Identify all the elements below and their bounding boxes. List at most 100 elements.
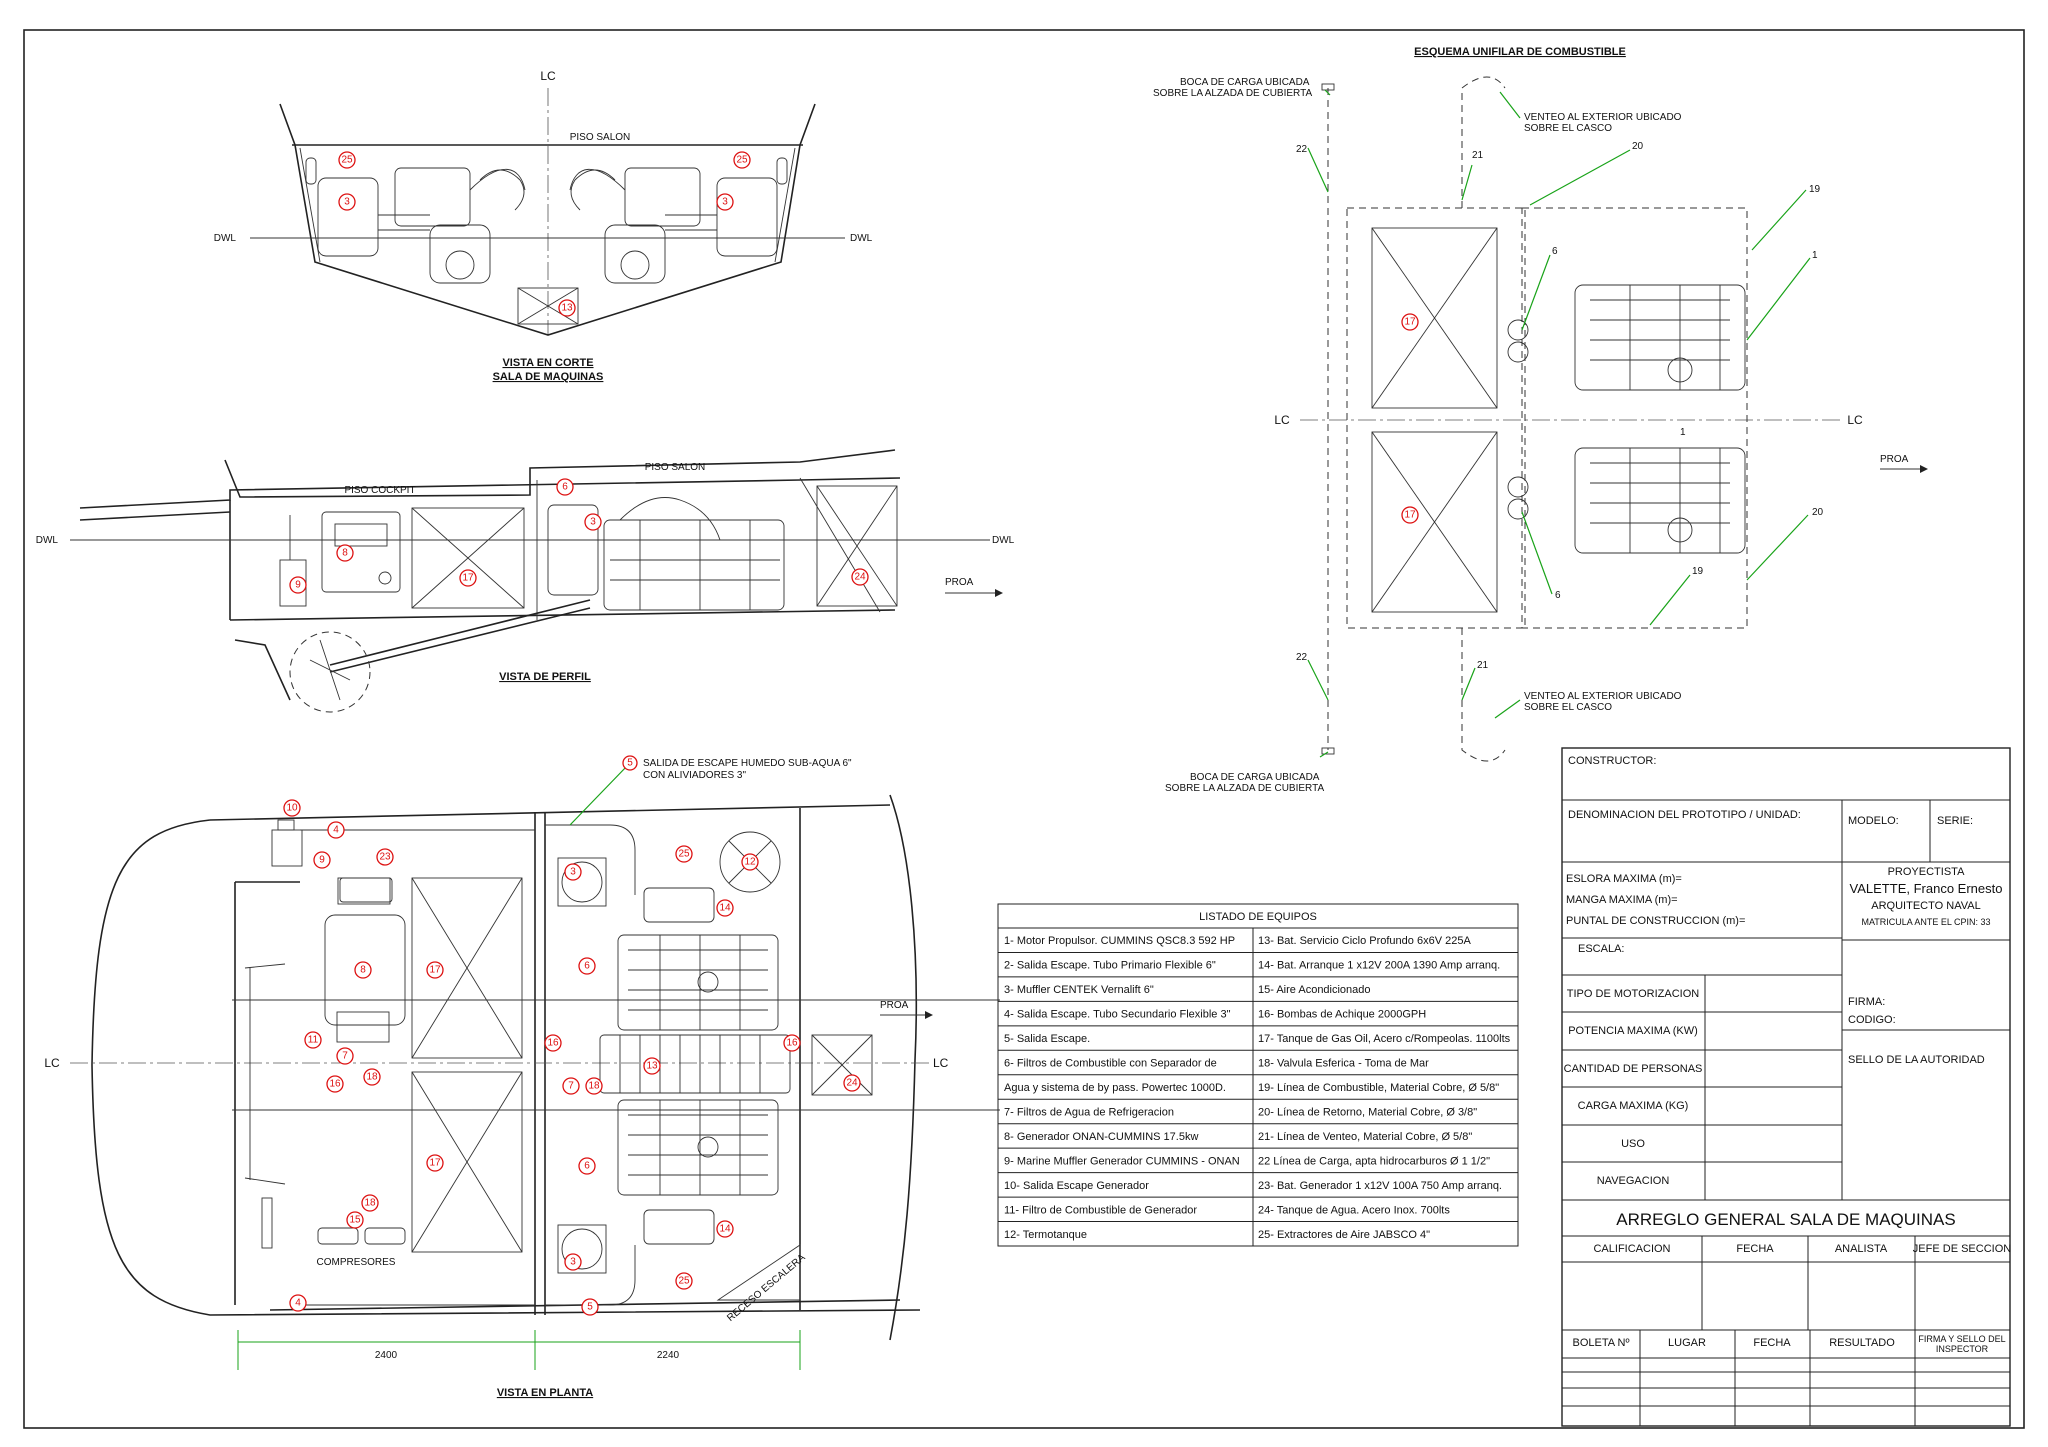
callout-5-note: 5 <box>622 755 638 771</box>
callout-3-profile: 3 <box>584 513 602 531</box>
equipment-item-right: 13- Bat. Servicio Ciclo Profundo 6x6V 22… <box>1258 935 1471 947</box>
callout-12-plan: 12 <box>741 853 759 871</box>
svg-text:9: 9 <box>295 580 301 591</box>
callout-17-plan-a: 17 <box>426 961 444 979</box>
schematic-boca-bot-1: BOCA DE CARGA UBICADA <box>1190 772 1320 783</box>
svg-text:25: 25 <box>736 155 748 166</box>
equipment-item-right: 24- Tanque de Agua. Acero Inox. 700lts <box>1258 1204 1450 1216</box>
tb-jefe: JEFE DE SECCION <box>1913 1243 2011 1255</box>
svg-text:16: 16 <box>547 1038 559 1049</box>
equipment-item-right: 23- Bat. Generador 1 x12V 100A 750 Amp a… <box>1258 1180 1502 1192</box>
tb-eslora: ESLORA MAXIMA (m)= <box>1566 873 1682 885</box>
svg-text:24: 24 <box>854 572 866 583</box>
callout-3-b: 3 <box>716 193 734 211</box>
equipment-title: LISTADO DE EQUIPOS <box>1199 911 1317 923</box>
schematic-n19-top: 19 <box>1809 184 1821 195</box>
fuel-schematic: ESQUEMA UNIFILAR DE COMBUSTIBLE LC LC <box>1153 46 1928 794</box>
callout-14-plan-b: 14 <box>716 1220 734 1238</box>
schematic-venteo-top-2: SOBRE EL CASCO <box>1524 123 1612 134</box>
schematic-boca-top-1: BOCA DE CARGA UBICADA <box>1180 77 1310 88</box>
svg-text:24: 24 <box>846 1078 858 1089</box>
callout-18-plan-a: 18 <box>363 1068 381 1086</box>
schematic-n6-top: 6 <box>1552 246 1558 257</box>
equipment-item-left: 2- Salida Escape. Tubo Primario Flexible… <box>1004 960 1216 972</box>
schematic-n20-bot: 20 <box>1812 507 1824 518</box>
equipment-table: LISTADO DE EQUIPOS 1- Motor Propulsor. C… <box>997 903 1519 1247</box>
callout-25-plan-b: 25 <box>675 1272 693 1290</box>
callout-24-plan: 24 <box>843 1074 861 1092</box>
schematic-n1-top: 1 <box>1812 250 1818 261</box>
callout-8-profile: 8 <box>336 544 354 562</box>
schematic-boca-bot-2: SOBRE LA ALZADA DE CUBIERTA <box>1165 783 1324 794</box>
callout-15-plan: 15 <box>346 1211 364 1229</box>
callout-25-a: 25 <box>338 151 356 169</box>
equipment-item-left: 3- Muffler CENTEK Vernalift 6" <box>1004 984 1154 996</box>
tb-constructor: CONSTRUCTOR: <box>1568 755 1656 767</box>
equipment-item-left: 9- Marine Muffler Generador CUMMINS - ON… <box>1004 1155 1240 1167</box>
callout-17-profile: 17 <box>459 569 477 587</box>
tb-denominacion: DENOMINACION DEL PROTOTIPO / UNIDAD: <box>1568 809 1801 821</box>
callout-8-plan: 8 <box>354 961 372 979</box>
schematic-proa: PROA <box>1880 454 1909 465</box>
schematic-boca-top-2: SOBRE LA ALZADA DE CUBIERTA <box>1153 88 1312 99</box>
equipment-item-right: 20- Línea de Retorno, Material Cobre, Ø … <box>1258 1106 1477 1118</box>
tb-sello: SELLO DE LA AUTORIDAD <box>1848 1054 1985 1066</box>
tb-analista: ANALISTA <box>1835 1243 1888 1255</box>
svg-text:17: 17 <box>1404 317 1416 328</box>
svg-text:14: 14 <box>719 1224 731 1235</box>
schematic-venteo-top-1: VENTEO AL EXTERIOR UBICADO <box>1524 112 1682 123</box>
svg-text:23: 23 <box>379 852 391 863</box>
svg-text:17: 17 <box>462 573 474 584</box>
svg-text:18: 18 <box>364 1198 376 1209</box>
callout-7-plan-a: 7 <box>336 1047 354 1065</box>
callout-16-plan-a: 16 <box>326 1075 344 1093</box>
profile-dwl-right: DWL <box>992 535 1015 546</box>
svg-text:10: 10 <box>286 803 298 814</box>
schematic-n19-bot: 19 <box>1692 566 1704 577</box>
callout-3-plan-b: 3 <box>564 1253 582 1271</box>
svg-text:3: 3 <box>590 517 596 528</box>
tb-calificacion: CALIFICACION <box>1593 1243 1670 1255</box>
svg-text:4: 4 <box>295 1298 301 1309</box>
callout-24-profile: 24 <box>851 568 869 586</box>
schematic-n6-bot: 6 <box>1555 590 1561 601</box>
schematic-n21-bot: 21 <box>1477 660 1489 671</box>
section-dwl-right: DWL <box>850 233 873 244</box>
svg-text:15: 15 <box>349 1215 361 1226</box>
svg-text:18: 18 <box>366 1072 378 1083</box>
tb-fecha2: FECHA <box>1753 1337 1791 1349</box>
dimension-2400: 2400 <box>375 1350 398 1361</box>
tb-firma-sello-2: INSPECTOR <box>1936 1344 1989 1354</box>
profile-piso-salon: PISO SALON <box>645 462 706 473</box>
svg-text:11: 11 <box>308 1035 319 1046</box>
schematic-title: ESQUEMA UNIFILAR DE COMBUSTIBLE <box>1414 46 1626 58</box>
callout-16-plan-b: 16 <box>544 1034 562 1052</box>
callout-9-plan: 9 <box>313 851 331 869</box>
plan-lc-right: LC <box>933 1056 949 1070</box>
equipment-item-right: 18- Valvula Esferica - Toma de Mar <box>1258 1058 1429 1070</box>
schematic-n22-bot: 22 <box>1296 652 1308 663</box>
profile-proa: PROA <box>945 577 974 588</box>
section-view-title-1: VISTA EN CORTE <box>502 357 593 369</box>
svg-text:8: 8 <box>342 548 348 559</box>
svg-text:12: 12 <box>744 857 756 868</box>
svg-text:9: 9 <box>319 855 325 866</box>
section-dwl-left: DWL <box>214 233 237 244</box>
callout-10-plan: 10 <box>283 799 301 817</box>
svg-text:6: 6 <box>584 961 590 972</box>
schematic-engine-upper <box>1574 284 1746 391</box>
svg-text:3: 3 <box>570 1257 576 1268</box>
tb-modelo: MODELO: <box>1848 815 1899 827</box>
svg-text:13: 13 <box>646 1061 658 1072</box>
section-piso-salon: PISO SALON <box>570 132 631 143</box>
tb-puntal: PUNTAL DE CONSTRUCCION (m)= <box>1566 915 1745 927</box>
callout-4-plan-b: 4 <box>289 1294 307 1312</box>
callout-3-plan-a: 3 <box>564 863 582 881</box>
equipment-item-right: 19- Línea de Combustible, Material Cobre… <box>1258 1082 1499 1094</box>
callout-17-plan-b: 17 <box>426 1154 444 1172</box>
section-engine-left <box>378 167 526 284</box>
callout-18-plan-b: 18 <box>585 1077 603 1095</box>
svg-text:3: 3 <box>344 197 350 208</box>
plan-view: LC LC COMPRESORES <box>44 755 1000 1399</box>
